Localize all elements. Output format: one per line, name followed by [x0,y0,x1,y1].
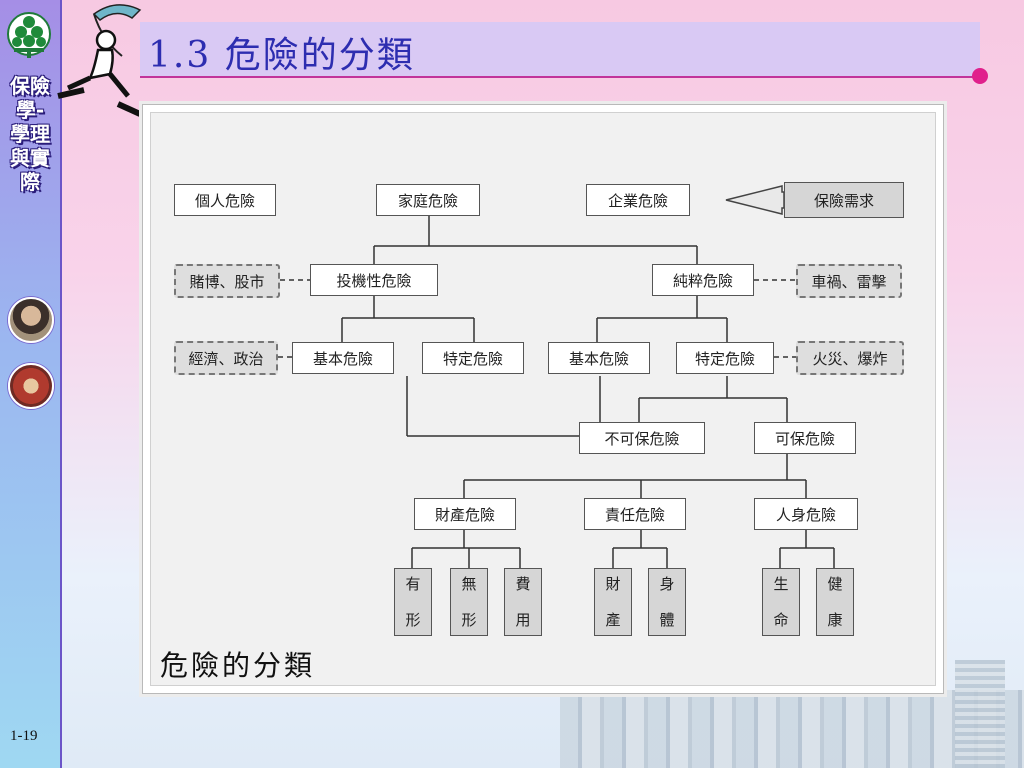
leaf-char: 用 [515,611,531,629]
leaf-char: 形 [461,611,477,629]
leaf-char: 費 [515,575,531,593]
node-enterprise-risk: 企業危險 [586,184,690,216]
city-buildings-decoration [560,690,1024,768]
leaf-char: 體 [659,611,675,629]
node-family-risk: 家庭危險 [376,184,480,216]
leaf-char: 命 [773,611,789,629]
leaf-health: 健 康 [816,568,854,636]
leaf-body: 身 體 [648,568,686,636]
node-gambling-stocks: 賭博、股市 [174,264,280,298]
leaf-char: 康 [827,611,843,629]
node-pure-risk: 純粹危險 [652,264,754,296]
node-personal-life-risk: 人身危險 [754,498,858,530]
umbrella-man-icon [57,4,142,117]
tree-logo-icon [7,12,51,58]
leaf-intangible: 無 形 [450,568,488,636]
title-bar [140,22,980,78]
arrow-left-icon [725,185,785,215]
node-liability-risk: 責任危險 [584,498,686,530]
risk-classification-diagram: 個人危險 家庭危險 企業危險 保險需求 賭博、股市 投機性危險 純粹危險 車禍、… [142,104,942,692]
leaf-char: 身 [659,575,675,593]
leaf-char: 產 [605,611,621,629]
node-spec-particular-risk: 特定危險 [422,342,524,374]
node-economy-politics: 經濟、政治 [174,341,278,375]
connector-lines [278,185,835,568]
node-accident-lightning: 車禍、雷擊 [796,264,902,298]
leaf-char: 有 [405,575,421,593]
document-photo-thumbnail [8,363,54,409]
leaf-char: 形 [405,611,421,629]
tower-decoration [955,660,1005,768]
node-speculative-risk: 投機性危險 [310,264,438,296]
node-fire-explosion: 火災、爆炸 [796,341,904,375]
node-personal-risk: 個人危險 [174,184,276,216]
node-pure-fundamental-risk: 基本危險 [548,342,650,374]
people-photo-thumbnail [8,297,54,343]
node-pure-particular-risk: 特定危險 [676,342,774,374]
sidebar: 保險學-學理與實際 1-19 [0,0,62,768]
vertical-course-title: 保險學-學理與實際 [10,74,50,194]
diagram-caption: 危險的分類 [160,649,316,682]
node-insurance-demand: 保險需求 [784,182,904,218]
leaf-tangible: 有 形 [394,568,432,636]
leaf-property: 財 產 [594,568,632,636]
leaf-char: 健 [827,575,843,593]
leaf-expense: 費 用 [504,568,542,636]
leaf-char: 財 [605,575,621,593]
leaf-char: 生 [773,575,789,593]
leaf-char: 無 [461,575,477,593]
page-number: 1-19 [10,728,38,744]
node-property-risk: 財產危險 [414,498,516,530]
node-insurable-risk: 可保危險 [754,422,856,454]
title-accent-dot [972,68,988,84]
node-uninsurable-risk: 不可保危險 [579,422,705,454]
slide-title: 1.3 危險的分類 [148,35,415,76]
node-spec-fundamental-risk: 基本危險 [292,342,394,374]
leaf-life: 生 命 [762,568,800,636]
